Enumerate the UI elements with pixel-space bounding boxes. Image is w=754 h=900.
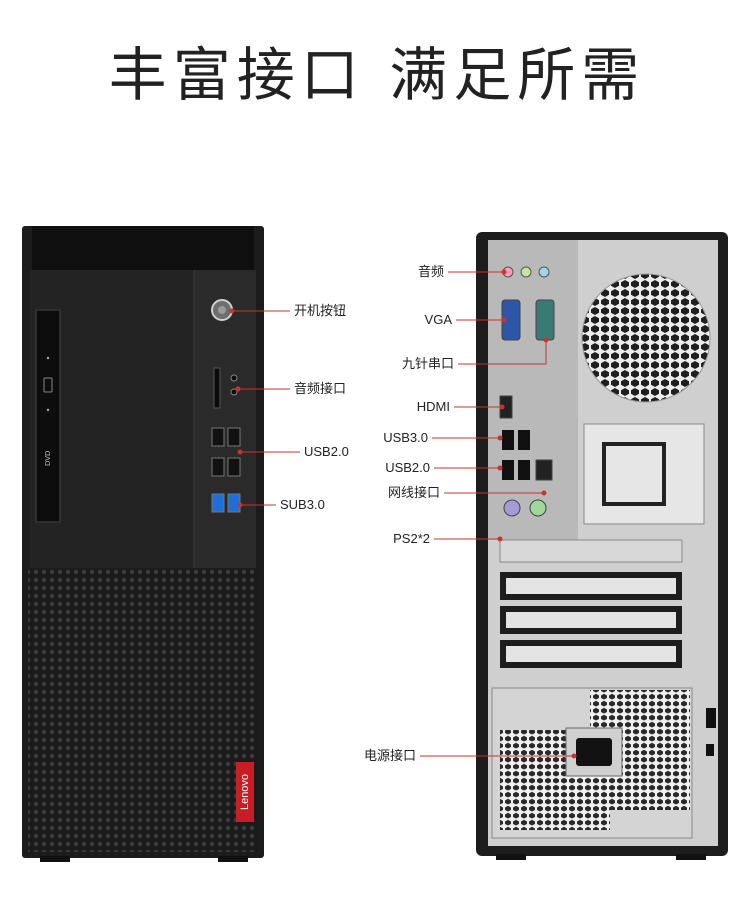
label-rear-usb3: USB3.0 — [383, 430, 428, 445]
label-rear-audio: 音频 — [417, 264, 444, 279]
front-tower: DVD — [22, 226, 264, 862]
label-hdmi: HDMI — [416, 399, 450, 414]
callout-lines — [229, 269, 577, 759]
svg-text:DVD: DVD — [44, 451, 52, 466]
label-serial-port: 九针串口 — [401, 356, 454, 371]
label-ethernet: 网线接口 — [387, 485, 440, 500]
label-front-usb2: USB2.0 — [304, 444, 349, 459]
label-power-socket: 电源接口 — [363, 748, 416, 763]
label-ps2: PS2*2 — [393, 531, 430, 546]
label-vga: VGA — [424, 312, 452, 327]
headline: 丰富接口 满足所需 — [108, 41, 646, 109]
lenovo-logo: Lenovo — [239, 773, 251, 811]
label-power-button: 开机按钮 — [294, 303, 347, 318]
lenovo-badge — [236, 762, 254, 822]
label-front-usb3: SUB3.0 — [280, 497, 325, 512]
label-audio-port: 音频接口 — [294, 381, 347, 396]
rear-tower — [476, 232, 728, 860]
label-rear-usb2: USB2.0 — [385, 460, 430, 475]
